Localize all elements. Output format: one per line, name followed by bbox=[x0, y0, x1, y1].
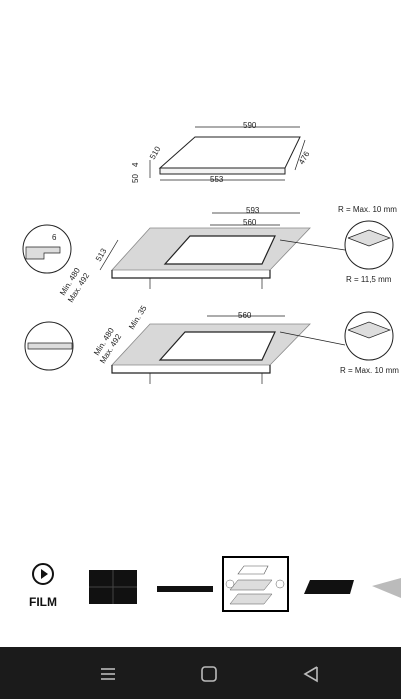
dim-510: 510 bbox=[148, 144, 163, 161]
dim-6: 6 bbox=[52, 233, 57, 242]
dim-r-max-10-a: R = Max. 10 mm bbox=[338, 205, 397, 214]
home-button[interactable] bbox=[196, 661, 222, 687]
film-label: FILM bbox=[29, 595, 57, 609]
thumbnail-strip: FILM bbox=[0, 548, 401, 618]
film-button[interactable]: FILM bbox=[18, 562, 68, 609]
product-drawing: 590 510 50 4 476 553 593 560 513 Min. 48… bbox=[22, 121, 399, 384]
detail-radius-circle-b bbox=[344, 311, 394, 361]
system-nav-bar bbox=[0, 647, 401, 699]
dim-513: 513 bbox=[94, 246, 109, 263]
back-button[interactable] bbox=[298, 661, 324, 687]
detail-edge-circle bbox=[22, 224, 72, 274]
detail-radius-circle-a bbox=[344, 220, 394, 270]
dim-r-max-10-b: R = Max. 10 mm bbox=[340, 366, 399, 375]
thumbnail-hob-top[interactable] bbox=[86, 556, 140, 612]
dim-min-35: Min. 35 bbox=[127, 304, 149, 331]
dim-590: 590 bbox=[243, 121, 257, 130]
dim-593: 593 bbox=[246, 206, 260, 215]
dim-560-a: 560 bbox=[243, 218, 257, 227]
thumbnail-drawing[interactable] bbox=[222, 556, 289, 612]
recent-apps-icon bbox=[101, 668, 115, 680]
dim-r-11-5: R = 11,5 mm bbox=[346, 275, 392, 284]
dim-553: 553 bbox=[210, 175, 224, 184]
dim-4: 4 bbox=[131, 162, 140, 167]
home-icon bbox=[201, 666, 217, 682]
hob-top-view bbox=[149, 126, 306, 181]
dim-50: 50 bbox=[131, 174, 140, 183]
dim-476: 476 bbox=[297, 149, 312, 166]
detail-edge-circle-b bbox=[24, 321, 74, 371]
thumbnail-hob-angled[interactable] bbox=[300, 556, 356, 612]
recent-apps-button[interactable] bbox=[95, 661, 121, 687]
thumbnail-hob-side[interactable] bbox=[155, 556, 215, 612]
thumbnail-partial[interactable] bbox=[370, 556, 401, 612]
dim-560-b: 560 bbox=[238, 311, 252, 320]
play-circle-icon bbox=[32, 563, 54, 585]
back-icon bbox=[303, 666, 318, 683]
